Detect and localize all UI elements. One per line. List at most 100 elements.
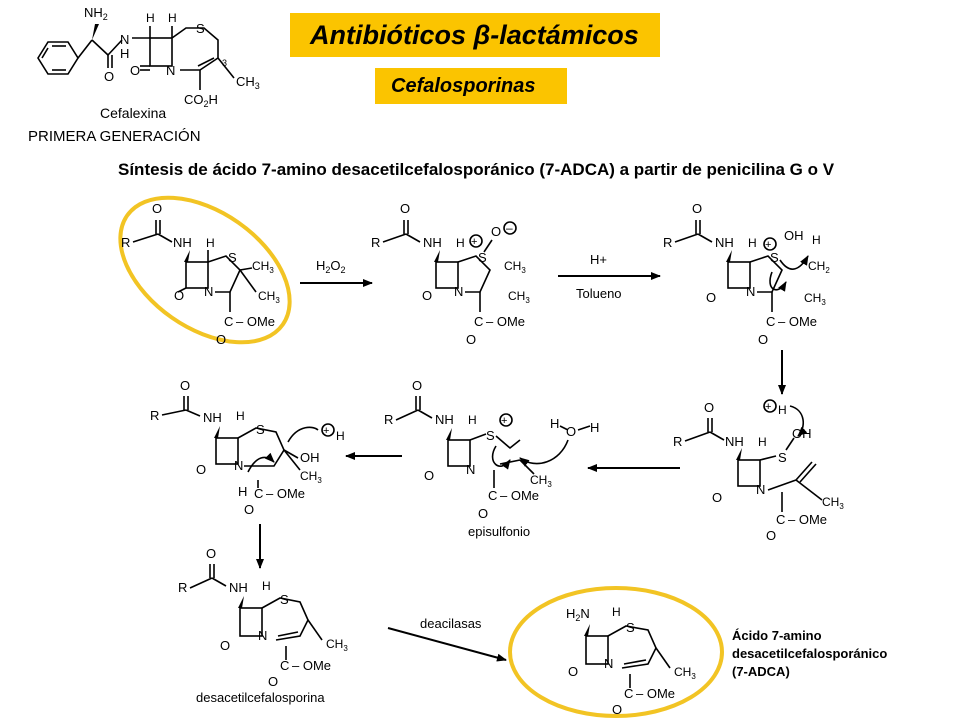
svg-text:N: N bbox=[204, 284, 213, 299]
svg-text:R: R bbox=[121, 235, 130, 250]
svg-text:H: H bbox=[120, 46, 129, 61]
episulfonio-label: episulfonio bbox=[468, 524, 530, 539]
svg-text:S: S bbox=[486, 428, 495, 443]
cefalexina-structure: NH2 O N H H H O N S 3 CH3 bbox=[37, 5, 260, 121]
svg-text:H: H bbox=[590, 420, 599, 435]
svg-text:C: C bbox=[254, 486, 263, 501]
svg-text:O: O bbox=[566, 424, 576, 439]
svg-text:C: C bbox=[776, 512, 785, 527]
svg-text:OH: OH bbox=[792, 426, 812, 441]
svg-text:NH: NH bbox=[203, 410, 222, 425]
solvent-label: Tolueno bbox=[576, 286, 622, 301]
svg-text:C: C bbox=[224, 314, 233, 329]
svg-text:H: H bbox=[468, 413, 477, 427]
svg-text:– OMe: – OMe bbox=[778, 314, 817, 329]
svg-text:O: O bbox=[196, 462, 206, 477]
svg-text:O: O bbox=[766, 528, 776, 543]
svg-text:N: N bbox=[258, 628, 267, 643]
svg-text:H: H bbox=[236, 409, 245, 423]
svg-text:H: H bbox=[812, 233, 821, 247]
svg-text:H: H bbox=[612, 605, 621, 619]
svg-text:R: R bbox=[663, 235, 672, 250]
svg-text:–: – bbox=[506, 221, 513, 235]
penicillin-ester: O R NH H O N S CH3 CH3 C – OMe O bbox=[118, 195, 292, 347]
svg-text:O: O bbox=[478, 506, 488, 521]
section-title: Síntesis de ácido 7-amino desacetilcefal… bbox=[118, 160, 835, 179]
svg-text:O: O bbox=[692, 201, 702, 216]
subtitle-banner: Cefalosporinas bbox=[375, 68, 567, 104]
svg-text:O: O bbox=[104, 69, 114, 84]
svg-text:CH3: CH3 bbox=[258, 289, 280, 305]
svg-text:S: S bbox=[228, 250, 237, 265]
svg-text:O: O bbox=[706, 290, 716, 305]
product-label-3: (7-ADCA) bbox=[732, 664, 790, 679]
svg-text:O: O bbox=[400, 201, 410, 216]
svg-text:S: S bbox=[778, 450, 787, 465]
svg-text:H: H bbox=[336, 429, 345, 443]
svg-text:C: C bbox=[488, 488, 497, 503]
svg-text:O: O bbox=[424, 468, 434, 483]
sulfoxide: O R NH H + O – O N S CH3 CH3 C – OMe O bbox=[371, 201, 530, 347]
svg-text:CH3: CH3 bbox=[300, 469, 322, 485]
svg-text:S: S bbox=[280, 592, 289, 607]
svg-text:O: O bbox=[712, 490, 722, 505]
svg-text:+: + bbox=[765, 239, 771, 251]
svg-text:N: N bbox=[166, 63, 175, 78]
svg-text:O: O bbox=[180, 378, 190, 393]
svg-text:CH3: CH3 bbox=[326, 637, 348, 653]
svg-text:N: N bbox=[466, 462, 475, 477]
ring-expanded-alcohol: O R NH H O N S OH CH3 + H H C – OMe bbox=[150, 378, 345, 517]
svg-text:O: O bbox=[268, 674, 278, 689]
svg-text:O: O bbox=[704, 400, 714, 415]
svg-text:S: S bbox=[196, 21, 205, 36]
reagent-h2o2: H2O2 bbox=[316, 258, 346, 275]
highlight-ring-product bbox=[508, 586, 724, 718]
svg-text:C: C bbox=[280, 658, 289, 673]
main-title-banner: Antibióticos β-lactámicos bbox=[290, 13, 660, 57]
svg-text:– OMe: – OMe bbox=[788, 512, 827, 527]
svg-text:3: 3 bbox=[222, 58, 227, 68]
svg-text:R: R bbox=[673, 434, 682, 449]
svg-text:CH3: CH3 bbox=[674, 665, 696, 681]
svg-text:H: H bbox=[748, 236, 757, 250]
svg-text:CH2: CH2 bbox=[808, 259, 830, 275]
svg-text:CH3: CH3 bbox=[822, 495, 844, 511]
svg-text:H: H bbox=[778, 403, 787, 417]
svg-text:NH: NH bbox=[423, 235, 442, 250]
svg-text:O: O bbox=[244, 502, 254, 517]
svg-text:S: S bbox=[770, 250, 779, 265]
svg-text:OH: OH bbox=[300, 450, 320, 465]
svg-text:O: O bbox=[466, 332, 476, 347]
svg-text:– OMe: – OMe bbox=[486, 314, 525, 329]
svg-text:R: R bbox=[371, 235, 380, 250]
svg-text:H: H bbox=[456, 236, 465, 250]
svg-text:O: O bbox=[568, 664, 578, 679]
arrow-deacylase bbox=[387, 627, 507, 662]
svg-text:H: H bbox=[550, 416, 559, 431]
svg-text:+: + bbox=[501, 415, 507, 427]
svg-text:O: O bbox=[174, 288, 184, 303]
svg-text:CH3: CH3 bbox=[804, 291, 826, 307]
svg-text:H: H bbox=[168, 11, 177, 25]
product-7-adca: H2N H O N S CH3 C – OMe O bbox=[508, 586, 724, 718]
svg-text:H: H bbox=[146, 11, 155, 25]
svg-text:O: O bbox=[220, 638, 230, 653]
svg-text:C: C bbox=[474, 314, 483, 329]
svg-text:NH2: NH2 bbox=[84, 5, 108, 22]
svg-text:R: R bbox=[178, 580, 187, 595]
cefalexina-name: Cefalexina bbox=[100, 105, 166, 121]
svg-text:NH: NH bbox=[173, 235, 192, 250]
svg-text:O: O bbox=[422, 288, 432, 303]
svg-text:S: S bbox=[626, 620, 635, 635]
product-label-2: desacetilcefalosporánico bbox=[732, 646, 887, 661]
svg-text:+: + bbox=[471, 236, 477, 248]
svg-text:O: O bbox=[130, 63, 140, 78]
svg-text:N: N bbox=[454, 284, 463, 299]
svg-text:– OMe: – OMe bbox=[500, 488, 539, 503]
svg-text:H: H bbox=[262, 579, 271, 593]
svg-text:CH3: CH3 bbox=[530, 473, 552, 489]
svg-text:S: S bbox=[256, 422, 265, 437]
svg-text:O: O bbox=[152, 201, 162, 216]
